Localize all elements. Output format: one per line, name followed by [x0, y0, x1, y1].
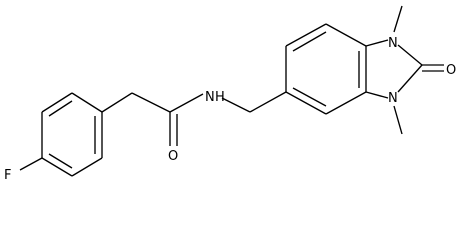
bond — [249, 91, 287, 113]
bond — [41, 92, 73, 113]
oxygen-amide-label: O — [168, 149, 178, 164]
bond — [285, 91, 327, 115]
fluorine-label: F — [4, 168, 11, 182]
benzo-ring — [285, 23, 367, 115]
bond-n-methyl-bottom — [393, 105, 403, 135]
bond-inner — [292, 87, 327, 107]
bond — [325, 91, 367, 115]
bond — [365, 39, 389, 47]
bond — [221, 97, 251, 113]
bond-inner — [292, 31, 327, 52]
bond — [397, 44, 423, 66]
bond — [285, 23, 327, 47]
bond-c-f — [19, 157, 43, 171]
oxygen-urea-label: O — [446, 63, 456, 78]
bond-c-n — [169, 93, 204, 113]
fluorophenyl-ring — [41, 92, 103, 177]
bond — [325, 23, 367, 47]
nitrogen-amide-label: N — [205, 90, 215, 105]
bond — [101, 92, 133, 113]
nitrogen-top-label: N — [388, 36, 398, 51]
bond — [71, 157, 103, 177]
bond — [71, 92, 103, 113]
bond-inner — [48, 100, 73, 117]
bond-inner — [48, 153, 73, 169]
bond — [397, 64, 423, 93]
structure-diagram: F O N H N N O — [4, 5, 456, 182]
bond-n-methyl-top — [393, 5, 403, 33]
bond — [131, 92, 171, 113]
molecule-canvas: F O N H N N O — [4, 5, 457, 182]
hydrogen-amide-label: H — [215, 90, 225, 105]
bond — [365, 91, 389, 99]
nitrogen-bottom-label: N — [388, 91, 398, 106]
bond — [41, 157, 73, 177]
